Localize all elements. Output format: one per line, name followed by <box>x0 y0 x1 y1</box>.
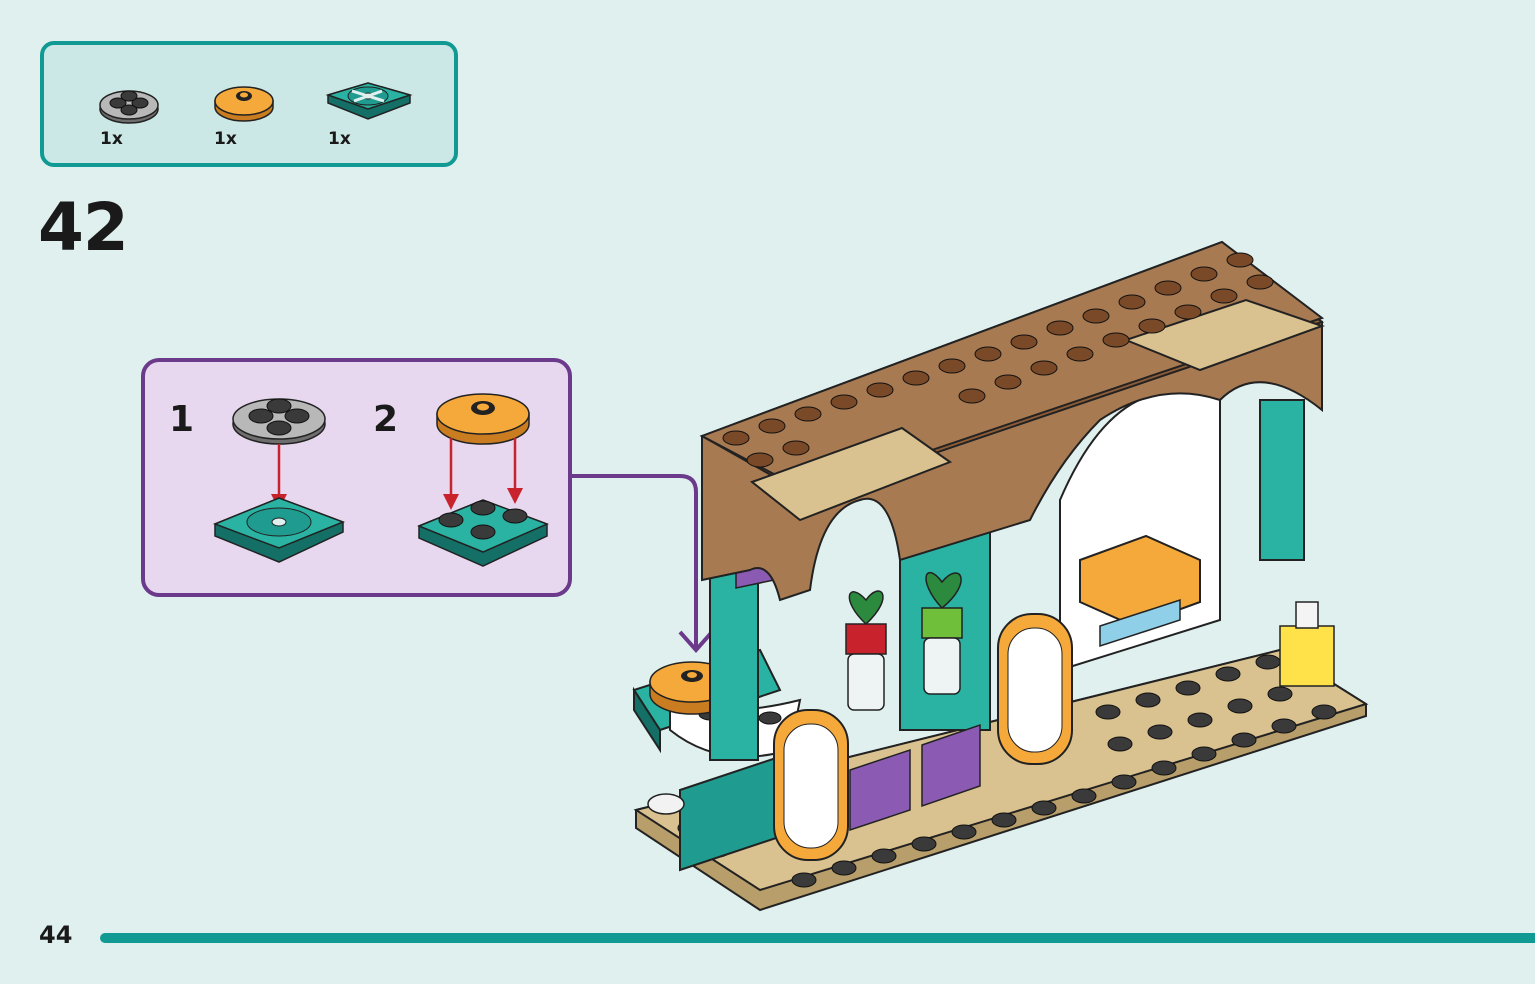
round-plate-4-studs-gray-icon <box>99 90 159 124</box>
part-item: 1x <box>324 45 414 167</box>
substep-callout-box: 1 2 <box>141 358 572 597</box>
turntable-plate-teal-icon <box>325 82 413 120</box>
part-item: 1x <box>96 45 186 167</box>
page-number: 44 <box>39 921 73 949</box>
step-number: 42 <box>38 189 129 266</box>
parts-list-box: 1x 1x 1x <box>40 41 458 167</box>
substep-1-illustration <box>212 398 346 563</box>
part-qty: 1x <box>100 129 123 149</box>
part-qty: 1x <box>214 129 237 149</box>
substep-number: 1 <box>169 399 195 440</box>
assembled-model-illustration <box>632 240 1369 912</box>
part-qty: 1x <box>328 129 351 149</box>
substep-2-illustration <box>417 393 549 567</box>
substep-number: 2 <box>373 399 399 440</box>
footer-bar <box>100 933 1535 943</box>
part-item: 1x <box>210 45 300 167</box>
round-tile-orange-icon <box>214 86 274 122</box>
